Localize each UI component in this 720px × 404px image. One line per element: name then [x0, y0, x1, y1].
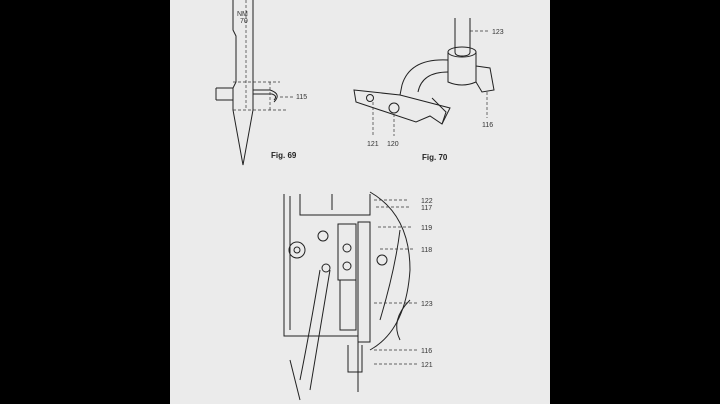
fig69-needle-drawing: NM 70 115 Fig. 69	[215, 0, 307, 166]
callout-120: 120	[387, 141, 399, 148]
callout-121: 121	[367, 141, 379, 148]
callout-115: 115	[296, 94, 307, 101]
callout-116: 116	[482, 122, 493, 129]
needle-size-label: NM	[237, 11, 248, 18]
fig69-caption: Fig. 69	[271, 151, 297, 160]
callout-121-assembly: 121	[421, 362, 433, 369]
callout-116-assembly: 116	[421, 348, 432, 355]
manual-page: NM 70 115 Fig. 69 123 116 121 120 Fig. 7…	[170, 0, 550, 404]
callout-123-assembly: 123	[421, 301, 433, 308]
callout-118: 118	[421, 247, 432, 254]
fig70-caption: Fig. 70	[422, 153, 448, 162]
fig71-mechanism-drawing: 122 117 119 118 123 116 121	[283, 191, 433, 401]
needle-size-value: 70	[240, 18, 248, 25]
callout-119: 119	[421, 225, 432, 232]
callout-123: 123	[492, 29, 504, 36]
callout-117: 117	[421, 205, 432, 212]
technical-drawings: NM 70 115 Fig. 69 123 116 121 120 Fig. 7…	[215, 0, 504, 401]
fig70-part-drawing: 123 116 121 120 Fig. 70	[353, 18, 504, 162]
callout-122: 122	[421, 198, 433, 205]
